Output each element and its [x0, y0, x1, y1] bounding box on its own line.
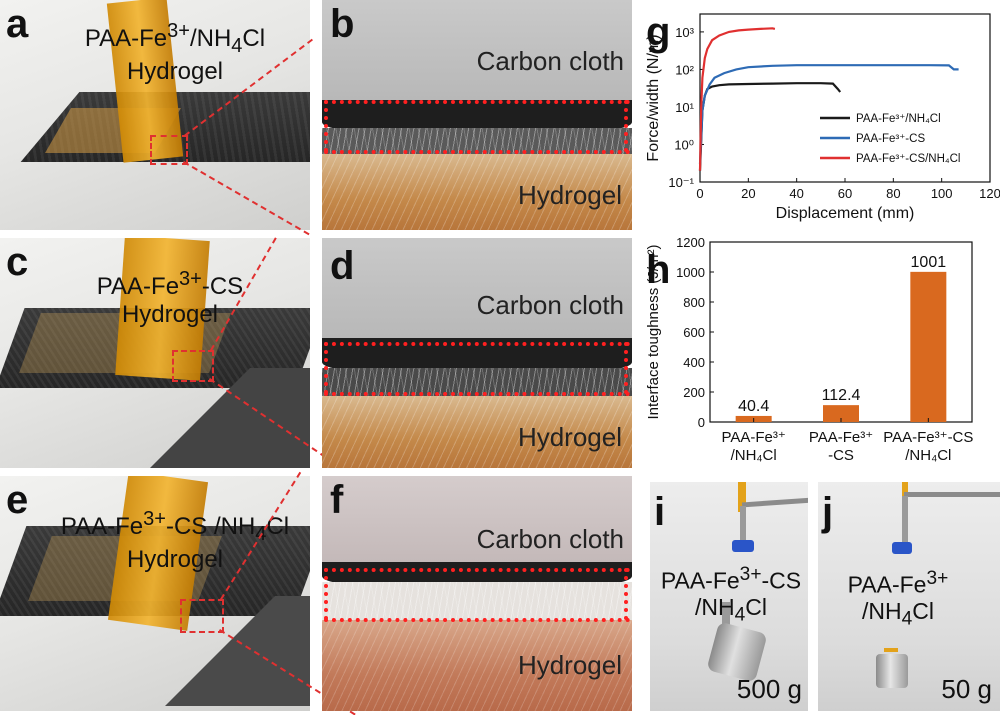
x-category-label-1: /NH₄Cl — [731, 447, 777, 464]
panel-letter-g: g — [646, 10, 671, 54]
x-tick-label: 40 — [789, 186, 803, 201]
x-tick-label: 80 — [886, 186, 900, 201]
layer-label-bottom: Hydrogel — [517, 650, 622, 680]
x-axis-label: Displacement (mm) — [776, 205, 915, 222]
sample-label: PAA-Fe3+-CS/NH4Cl — [660, 564, 802, 626]
panel-letter: d — [330, 244, 355, 288]
photo-panel-j: j PAA-Fe3+/NH4Cl 50 g — [818, 482, 1000, 711]
micrograph-panel-b: b Carbon cloth Hydrogel — [322, 0, 632, 230]
x-tick-label: 60 — [838, 186, 852, 201]
legend-label-3: PAA-Fe³⁺-CS/NH₄Cl — [856, 153, 960, 165]
y-tick-label: 1200 — [676, 235, 705, 250]
micrograph-panel-f: f Carbon cloth Hydrogel — [322, 476, 632, 711]
zoom-region — [180, 599, 224, 633]
sample-label: PAA-Fe3+/NH4Cl — [847, 568, 949, 630]
panel-letter: j — [822, 490, 834, 534]
x-tick-label: 100 — [931, 186, 953, 201]
series-line-3 — [698, 27, 776, 171]
panel-letter: a — [6, 2, 29, 46]
force-displacement-chart: 0 20 40 60 80 100 120 10⁻¹ 10⁰ 10¹ 10² 10³ Displacem… — [645, 13, 1000, 222]
series-line-1 — [698, 82, 842, 171]
y-axis-label: Interface toughness (J/m²) — [645, 244, 662, 419]
bar-value-label-1: 40.4 — [738, 398, 769, 415]
weight-object — [876, 654, 908, 688]
legend-label-1: PAA-Fe³⁺/NH₄Cl — [856, 113, 941, 125]
y-tick-label: 10⁻¹ — [668, 175, 694, 190]
panel-letter: e — [6, 478, 29, 522]
zoom-region — [150, 135, 188, 165]
bar-2 — [823, 405, 859, 422]
layer-label-top: Carbon cloth — [476, 290, 624, 320]
bar-3 — [910, 271, 947, 422]
bar-value-label-2: 112.4 — [822, 387, 861, 404]
y-tick-label: 10¹ — [675, 100, 694, 115]
panel-letter: i — [654, 490, 666, 534]
x-tick-label: 0 — [696, 186, 703, 201]
photo-panel-i: i PAA-Fe3+-CS/NH4Cl 500 g — [650, 482, 808, 711]
layer-label-bottom: Hydrogel — [517, 180, 622, 210]
x-tick-label: 120 — [979, 186, 1000, 201]
bar-value-label-3: 1001 — [911, 254, 947, 271]
x-category-label-2: -CS — [828, 447, 854, 464]
y-axis-label: Force/width (N/m) — [645, 34, 662, 161]
weight-label: 500 g — [736, 674, 802, 704]
y-tick-label: 10³ — [675, 25, 694, 40]
layer-label-top: Carbon cloth — [476, 46, 624, 76]
y-tick-label: 400 — [683, 355, 705, 370]
panel-letter-h: h — [646, 248, 671, 292]
x-category-label-2: PAA-Fe³⁺ — [809, 429, 873, 446]
y-tick-label: 200 — [683, 385, 705, 400]
zoom-region — [172, 350, 214, 382]
panel-letter: f — [330, 478, 344, 522]
panel-letter: c — [6, 240, 29, 284]
series-line-2 — [698, 64, 959, 165]
micrograph-panel-d: d Carbon cloth Hydrogel — [322, 238, 632, 468]
weight-label: 50 g — [941, 674, 992, 704]
x-category-label-3: /NH₄Cl — [905, 447, 951, 464]
y-tick-label: 10⁰ — [674, 137, 694, 152]
y-tick-label: 10² — [675, 62, 694, 77]
y-tick-label: 0 — [698, 415, 705, 430]
x-tick-label: 20 — [741, 186, 755, 201]
layer-label-top: Carbon cloth — [476, 524, 624, 554]
legend-label-2: PAA-Fe³⁺-CS — [856, 133, 925, 145]
layer-label-bottom: Hydrogel — [517, 422, 622, 452]
y-tick-label: 800 — [683, 295, 705, 310]
panel-letter: b — [330, 2, 355, 46]
y-tick-label: 1000 — [676, 265, 705, 280]
x-category-label-3: PAA-Fe³⁺-CS — [883, 429, 973, 446]
y-tick-label: 600 — [683, 325, 705, 340]
x-category-label-1: PAA-Fe³⁺ — [722, 429, 786, 446]
